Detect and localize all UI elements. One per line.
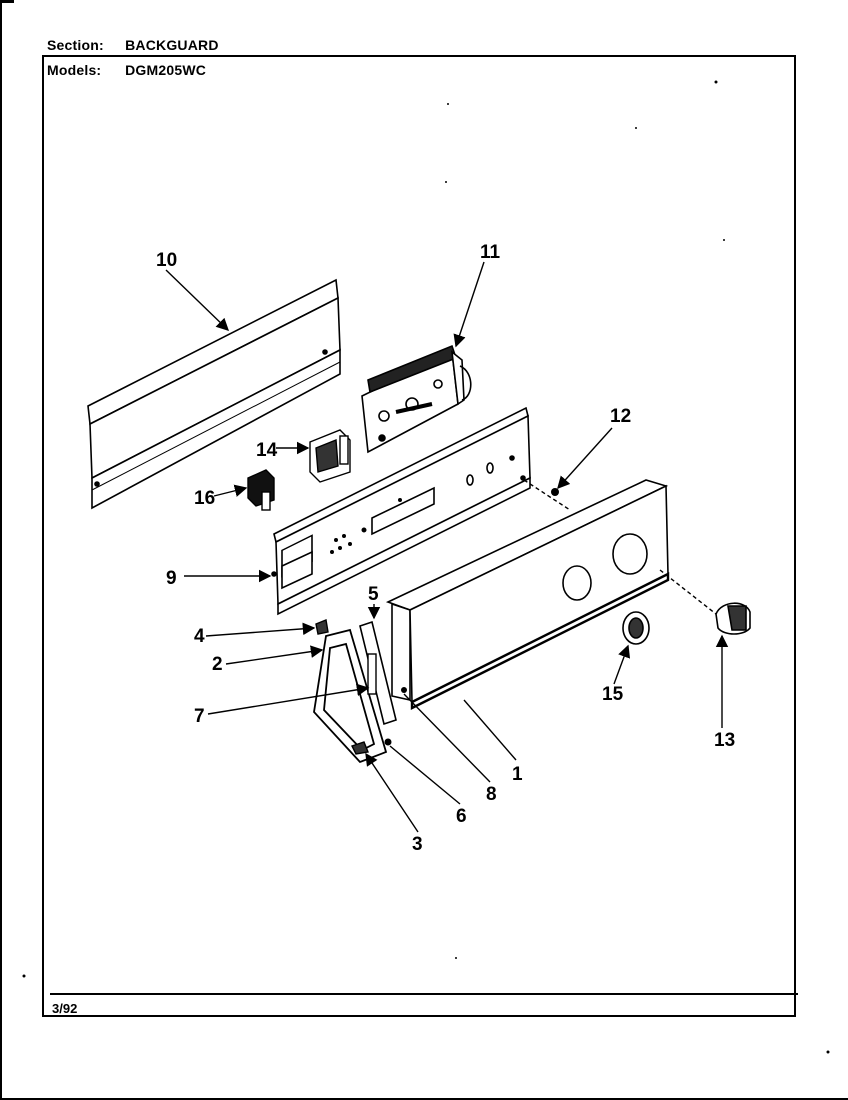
- callout-3: 3: [412, 834, 423, 855]
- part-14-switch: [309, 429, 351, 483]
- scan-edge-bottom: [0, 1098, 848, 1100]
- callout-8: 8: [486, 784, 497, 805]
- callout-12: 12: [610, 406, 631, 427]
- part-16-switch: [247, 469, 275, 511]
- callout-13: 13: [714, 730, 735, 751]
- part-1-console: [385, 479, 670, 710]
- models-value: DGM205WC: [125, 62, 207, 78]
- part-7-bracket: [367, 653, 377, 695]
- part-8-screw: [401, 687, 407, 693]
- callout-9: 9: [166, 568, 177, 589]
- callout-7: 7: [194, 706, 205, 727]
- scan-mark-top: [0, 0, 14, 3]
- scan-edge-left: [0, 0, 2, 1100]
- models-label: Models:: [47, 62, 102, 78]
- part-10-rear-panel: [87, 278, 341, 510]
- part-3-clip: [351, 741, 369, 755]
- callout-6: 6: [456, 806, 467, 827]
- models-header: Models: DGM205WC: [47, 62, 206, 78]
- callout-11: 11: [480, 242, 501, 263]
- callout-10: 10: [156, 250, 177, 271]
- footer-date: 3/92: [52, 1001, 78, 1016]
- part-6-screw: [384, 738, 392, 746]
- callout-16: 16: [194, 488, 215, 509]
- callout-15: 15: [602, 684, 624, 705]
- part-9-control-panel: [271, 406, 531, 616]
- part-13-knob: [715, 602, 751, 635]
- callout-1: 1: [512, 764, 523, 785]
- scan-specks: [22, 80, 830, 1054]
- section-header: Section: BACKGUARD: [47, 37, 219, 53]
- callout-5: 5: [368, 584, 379, 605]
- part-11-timer: [361, 344, 472, 454]
- section-value: BACKGUARD: [125, 37, 219, 53]
- part-15-knob: [622, 611, 650, 645]
- section-label: Section:: [47, 37, 104, 53]
- callout-4: 4: [194, 626, 205, 647]
- part-4-clip: [315, 619, 329, 635]
- callout-14: 14: [256, 440, 278, 461]
- leader-lines: [165, 261, 729, 833]
- callout-2: 2: [212, 654, 223, 675]
- part-12-screw: [551, 488, 559, 496]
- footer-rule: [50, 993, 798, 995]
- diagram-frame: [42, 55, 796, 1017]
